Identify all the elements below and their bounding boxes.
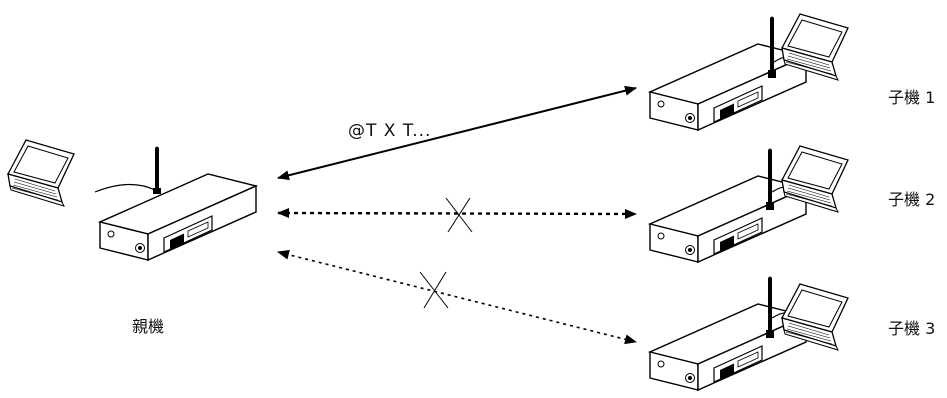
- x-mark-icon: [445, 197, 473, 233]
- slave-device-1: [649, 16, 807, 131]
- master-label: 親機: [132, 317, 164, 336]
- link-slave-2: [277, 208, 637, 219]
- router-icon: [649, 43, 807, 131]
- antenna-icon: [766, 276, 774, 338]
- antenna-icon: [153, 146, 161, 194]
- slave-label-3: 子機 3: [888, 319, 935, 338]
- slave-label-1: 子機 1: [888, 88, 935, 107]
- slave-device-2: [649, 148, 807, 263]
- master-laptop: [7, 139, 75, 207]
- x-mark-icon: [419, 271, 449, 309]
- laptop-icon: [7, 139, 75, 207]
- router-icon: [649, 175, 807, 263]
- antenna-icon: [768, 16, 776, 78]
- link-slave-3: [277, 249, 637, 345]
- antenna-icon: [766, 148, 774, 210]
- slave-device-3: [649, 276, 807, 391]
- router-icon: [99, 173, 257, 261]
- command-text: @T X T...: [348, 121, 431, 141]
- master-device: [94, 146, 257, 261]
- slave-label-2: 子機 2: [888, 190, 935, 209]
- link-slave-1: [277, 85, 637, 181]
